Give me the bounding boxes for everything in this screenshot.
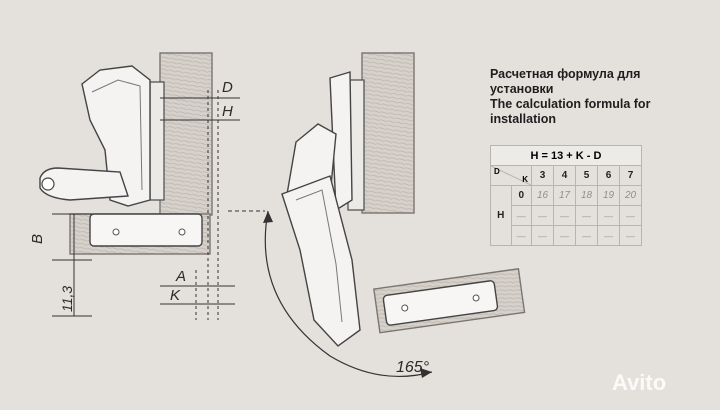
k-value: 4 [553,165,576,186]
empty-cell: — [553,225,576,246]
heading-en-line-1: The calculation formula for [490,97,651,111]
formula-table: H = 13 + K - D D K 3 4 5 6 7 H 0 16 17 1… [490,145,642,246]
watermark-logo: Avito [612,370,667,395]
closed-hinge-view: D H A K B 11,3 [29,52,265,320]
empty-cell: — [575,205,598,226]
d-value: 0 [510,185,532,206]
corner-d-label: D [494,167,500,176]
empty-cell: — [597,225,620,246]
empty-cell: — [531,205,554,226]
hinge-knuckle [39,167,129,201]
empty-cell: — [575,225,598,246]
label-d: D [222,79,233,96]
k-value: 3 [531,165,554,186]
empty-cell: — [510,205,532,226]
label-angle: 165° [396,359,430,376]
corner-cell: D K [490,165,532,186]
empty-cell: — [597,205,620,226]
heading-ru-line-2: установки [490,82,554,96]
formula-cell: H = 13 + K - D [490,145,642,166]
h-value: 17 [553,185,576,206]
corner-k-label: K [522,175,528,184]
corner-diagonal [491,166,531,185]
empty-cell: — [553,205,576,226]
heading-en-line-2: installation [490,112,556,126]
k-value: 6 [597,165,620,186]
heading-ru-line-1: Расчетная формула для [490,67,641,81]
label-a: A [175,268,186,285]
formula-heading: Расчетная формула для установки The calc… [490,67,710,127]
cabinet-side-panel-open [361,52,415,214]
h-value: 20 [619,185,642,206]
hinge-cup-open [382,280,499,326]
hinge-arm [81,65,151,207]
cabinet-side-panel [159,52,213,216]
k-value: 7 [619,165,642,186]
angle-arc [264,210,433,377]
label-b: B [29,234,46,244]
k-value: 5 [575,165,598,186]
empty-cell: — [619,205,642,226]
hinge-cup [89,213,203,247]
label-h: H [222,103,233,120]
label-11-3: 11,3 [59,286,75,312]
mounting-plate [149,81,165,201]
opened-hinge-view: 165° [263,52,526,378]
h-value: 19 [597,185,620,206]
h-row-label: H [490,185,512,246]
label-k: K [170,287,181,304]
empty-cell: — [619,225,642,246]
h-value: 16 [531,185,554,206]
pivot-pin [41,177,55,191]
h-value: 18 [575,185,598,206]
empty-cell: — [531,225,554,246]
empty-cell: — [510,225,532,246]
